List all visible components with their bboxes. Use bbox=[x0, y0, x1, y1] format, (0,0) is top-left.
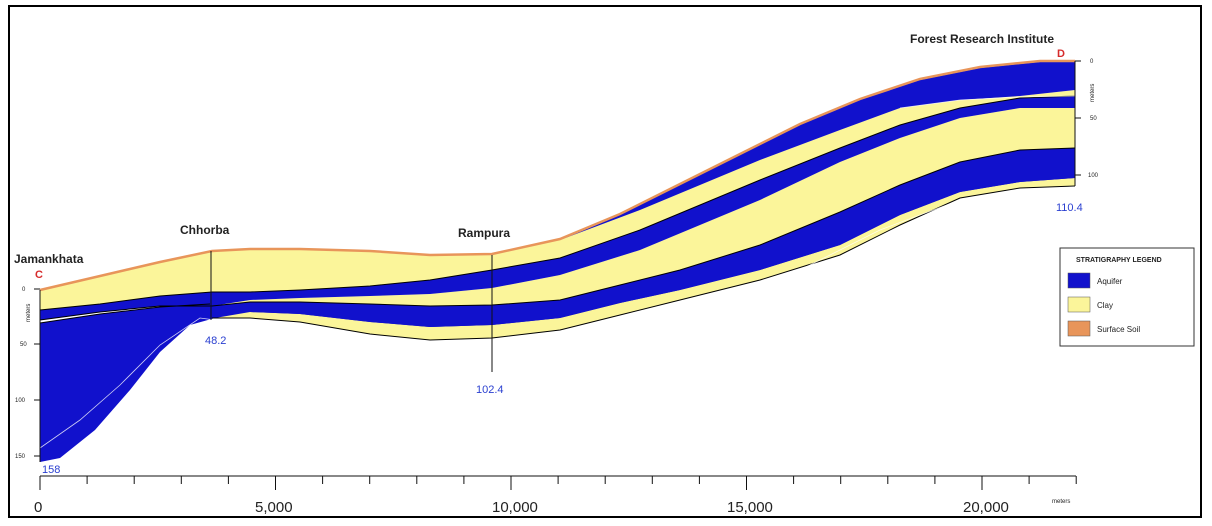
legend-swatch-surface-soil bbox=[1067, 320, 1091, 337]
right-depth-axis bbox=[1075, 60, 1081, 176]
left-depth-tick-50: 50 bbox=[20, 342, 27, 348]
clay-band-3 bbox=[212, 108, 1075, 306]
legend: STRATIGRAPHY LEGEND Aquifer Clay Surface… bbox=[1059, 247, 1195, 347]
legend-title: STRATIGRAPHY LEGEND bbox=[1076, 257, 1162, 264]
clay-lower bbox=[215, 178, 1075, 340]
left-depth-axis bbox=[34, 288, 40, 457]
x-tick-5000: 5,000 bbox=[255, 499, 293, 516]
x-axis bbox=[39, 475, 1077, 490]
left-depth-unit: meters bbox=[26, 304, 32, 322]
left-depth-tick-100: 100 bbox=[15, 398, 26, 404]
well-lines bbox=[39, 61, 1076, 462]
legend-label-surface-soil: Surface Soil bbox=[1097, 325, 1140, 334]
aquifer-band-3 bbox=[212, 148, 1075, 327]
legend-label-aquifer: Aquifer bbox=[1097, 277, 1123, 286]
legend-label-clay: Clay bbox=[1097, 301, 1113, 310]
right-depth-unit: meters bbox=[1090, 84, 1096, 102]
well-name-rampura: Rampura bbox=[458, 226, 510, 240]
well-name-fri: Forest Research Institute bbox=[910, 32, 1054, 46]
clay-upper bbox=[40, 90, 1075, 310]
x-tick-20000: 20,000 bbox=[963, 499, 1009, 516]
left-depth-tick-150: 150 bbox=[15, 454, 26, 460]
well-name-chhorba: Chhorba bbox=[180, 223, 230, 237]
depth-label-chhorba: 48.2 bbox=[205, 335, 226, 347]
well-name-jamankhata: Jamankhata bbox=[14, 252, 84, 266]
legend-swatch-clay bbox=[1067, 296, 1091, 313]
depth-label-fri: 110.4 bbox=[1056, 202, 1083, 214]
right-depth-tick-100: 100 bbox=[1088, 173, 1099, 179]
left-depth-tick-0: 0 bbox=[22, 287, 26, 293]
right-depth-tick-0: 0 bbox=[1090, 59, 1094, 65]
marker-c: C bbox=[35, 269, 43, 281]
x-tick-0: 0 bbox=[34, 499, 42, 516]
x-tick-15000: 15,000 bbox=[727, 499, 773, 516]
depth-label-rampura: 102.4 bbox=[476, 384, 504, 396]
legend-swatch-aquifer bbox=[1067, 272, 1091, 289]
aquifer-top bbox=[560, 62, 1075, 240]
x-axis-unit: meters bbox=[1052, 499, 1070, 505]
x-tick-10000: 10,000 bbox=[492, 499, 538, 516]
depth-label-jamankhata: 158 bbox=[42, 464, 60, 476]
strata-layers bbox=[39, 59, 1076, 462]
aquifer-band-2 bbox=[40, 96, 1075, 320]
surface-soil bbox=[39, 59, 1075, 292]
right-depth-tick-50: 50 bbox=[1090, 116, 1097, 122]
marker-d: D bbox=[1057, 48, 1065, 60]
